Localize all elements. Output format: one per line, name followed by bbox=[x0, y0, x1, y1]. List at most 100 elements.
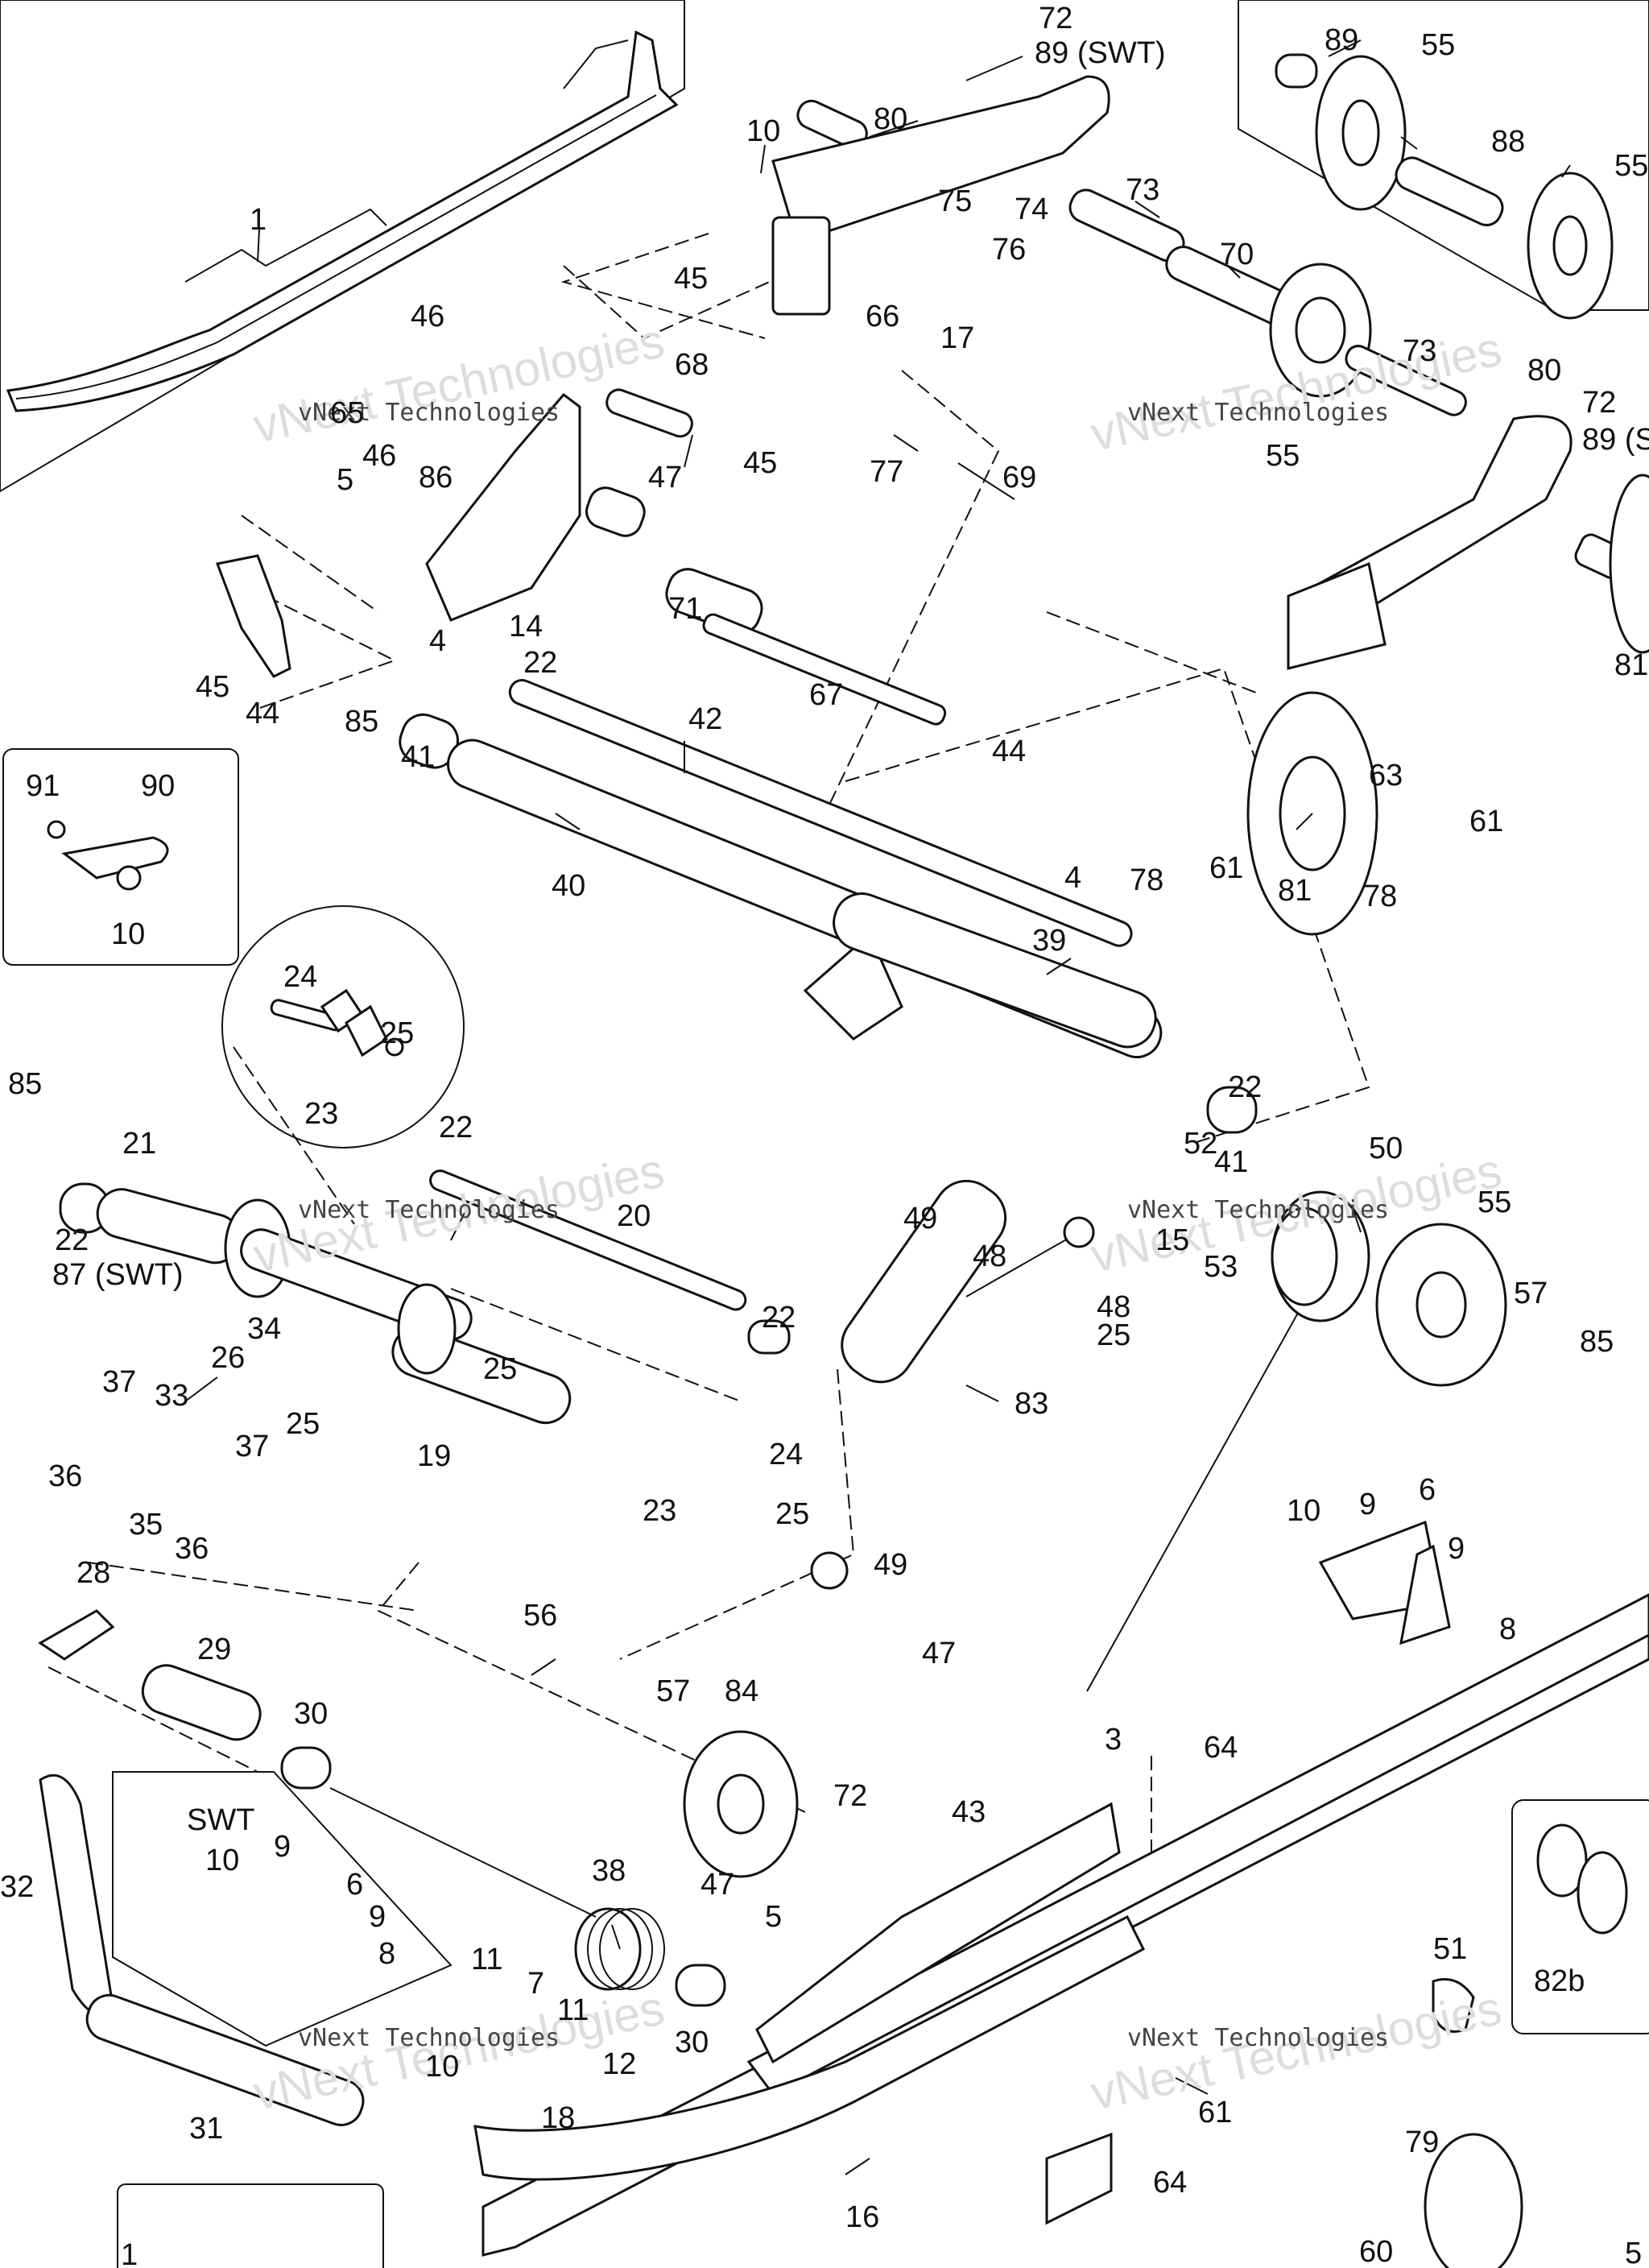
callout-12: 12 bbox=[602, 2047, 636, 2081]
watermark-3: vNext Technologies bbox=[298, 1196, 560, 1224]
callout-5: 5 bbox=[765, 1900, 782, 1934]
callout-72: 72 bbox=[833, 1779, 867, 1813]
callout-61: 61 bbox=[1198, 2096, 1232, 2129]
callout-36: 36 bbox=[48, 1459, 82, 1493]
callout-41: 41 bbox=[1214, 1145, 1248, 1179]
callout-14: 14 bbox=[509, 610, 543, 644]
callout-48: 48 bbox=[973, 1240, 1006, 1273]
callout-29: 29 bbox=[197, 1633, 231, 1666]
callout-9: 9 bbox=[1359, 1488, 1376, 1521]
callout-24: 24 bbox=[283, 960, 317, 994]
callout-19: 19 bbox=[417, 1439, 451, 1473]
callout-42: 42 bbox=[688, 702, 722, 736]
callout-73: 73 bbox=[1126, 173, 1159, 207]
callout-9: 9 bbox=[369, 1900, 386, 1934]
callout-1-edge: 1 bbox=[121, 2238, 138, 2268]
callout-39: 39 bbox=[1032, 924, 1066, 958]
callout-22: 22 bbox=[1228, 1070, 1262, 1104]
shock-absorber bbox=[810, 1179, 1321, 1692]
callout-1: 1 bbox=[250, 203, 267, 237]
inset-idler-box bbox=[1238, 0, 1649, 311]
rear-arm-assembly bbox=[59, 1169, 791, 1425]
callout-30: 30 bbox=[294, 1697, 328, 1731]
callout-25: 25 bbox=[1097, 1318, 1130, 1352]
callout-10: 10 bbox=[111, 917, 145, 951]
callout-17: 17 bbox=[940, 321, 974, 355]
callout-85: 85 bbox=[8, 1067, 42, 1101]
callout-4: 4 bbox=[1064, 861, 1081, 895]
callout-8: 8 bbox=[378, 1937, 395, 1971]
callout-35: 35 bbox=[129, 1508, 163, 1542]
callout-78: 78 bbox=[1130, 863, 1163, 897]
callout-73: 73 bbox=[1403, 334, 1436, 368]
callout-45: 45 bbox=[196, 670, 229, 704]
callout-79: 79 bbox=[1405, 2125, 1439, 2159]
callout-85: 85 bbox=[1580, 1325, 1614, 1359]
callout-50: 50 bbox=[1369, 1132, 1403, 1165]
callout-22: 22 bbox=[523, 646, 557, 680]
inset-bottom-box bbox=[117, 2183, 384, 2268]
callout-47: 47 bbox=[648, 461, 682, 495]
callout-80: 80 bbox=[1527, 354, 1561, 387]
callout-55: 55 bbox=[1266, 439, 1300, 473]
callout-55: 55 bbox=[1421, 28, 1455, 62]
inset-detail-circle bbox=[221, 905, 465, 1148]
callout-43: 43 bbox=[952, 1795, 986, 1829]
callout-89-swt: 89 (SWT) bbox=[1035, 36, 1166, 70]
callout-8: 8 bbox=[1499, 1612, 1516, 1646]
callout-56: 56 bbox=[523, 1599, 557, 1633]
callout-20: 20 bbox=[617, 1199, 651, 1233]
idler-wheel-inset bbox=[1275, 53, 1614, 320]
callout-28: 28 bbox=[76, 1556, 110, 1590]
callout-7: 7 bbox=[527, 1967, 544, 2001]
callout-32: 32 bbox=[0, 1870, 34, 1904]
callout-3: 3 bbox=[1105, 1723, 1122, 1757]
callout-82b: 82b bbox=[1534, 1964, 1585, 1998]
callout-22: 22 bbox=[762, 1301, 796, 1335]
callout-57: 57 bbox=[1514, 1277, 1548, 1310]
detail-circle-parts bbox=[270, 988, 404, 1057]
callout-80: 80 bbox=[874, 102, 907, 136]
callout-25: 25 bbox=[380, 1016, 414, 1050]
center-frame bbox=[399, 679, 1258, 1134]
leader-lines bbox=[184, 39, 1571, 2175]
inset-swt-box bbox=[112, 1771, 453, 2047]
callout-77: 77 bbox=[870, 455, 903, 489]
watermark-5: vNext Technologies bbox=[298, 2024, 560, 2052]
callout-23: 23 bbox=[643, 1494, 676, 1528]
callout-72: 72 bbox=[1039, 2, 1072, 35]
callout-37: 37 bbox=[102, 1365, 136, 1399]
callout-34: 34 bbox=[247, 1312, 281, 1346]
callout-89: 89 bbox=[1325, 23, 1358, 57]
right-brackets bbox=[1318, 1520, 1628, 2033]
callout-5-edge: 5 bbox=[1625, 2237, 1642, 2268]
callout-68: 68 bbox=[675, 348, 709, 382]
callout-10: 10 bbox=[1287, 1494, 1320, 1528]
callout-61: 61 bbox=[1209, 851, 1243, 885]
callout-36: 36 bbox=[175, 1532, 209, 1566]
callout-24: 24 bbox=[769, 1438, 803, 1471]
watermark-2: vNext Technologies bbox=[1127, 399, 1389, 427]
watermark-1: vNext Technologies bbox=[298, 399, 560, 427]
callout-64: 64 bbox=[1153, 2166, 1187, 2200]
callout-70: 70 bbox=[1220, 238, 1254, 271]
callout-90: 90 bbox=[141, 769, 175, 803]
callout-76: 76 bbox=[992, 233, 1026, 267]
callout-49: 49 bbox=[874, 1548, 907, 1582]
callout-63: 63 bbox=[1369, 759, 1403, 793]
callout-31: 31 bbox=[189, 2112, 223, 2146]
callout-44: 44 bbox=[992, 735, 1026, 768]
callout-65: 65 bbox=[330, 396, 364, 430]
callout-40: 40 bbox=[552, 869, 585, 903]
callout-33: 33 bbox=[155, 1379, 188, 1413]
callout-52: 52 bbox=[1184, 1127, 1217, 1161]
callout-18: 18 bbox=[541, 2101, 575, 2135]
callout-41: 41 bbox=[401, 740, 435, 774]
assembly-outlines bbox=[48, 233, 1370, 1877]
callout-72: 72 bbox=[1582, 386, 1616, 420]
bracket-inset-parts bbox=[47, 820, 169, 891]
callout-37: 37 bbox=[235, 1430, 269, 1463]
callout-46: 46 bbox=[411, 300, 444, 333]
springs-wheels bbox=[329, 1190, 1523, 2268]
